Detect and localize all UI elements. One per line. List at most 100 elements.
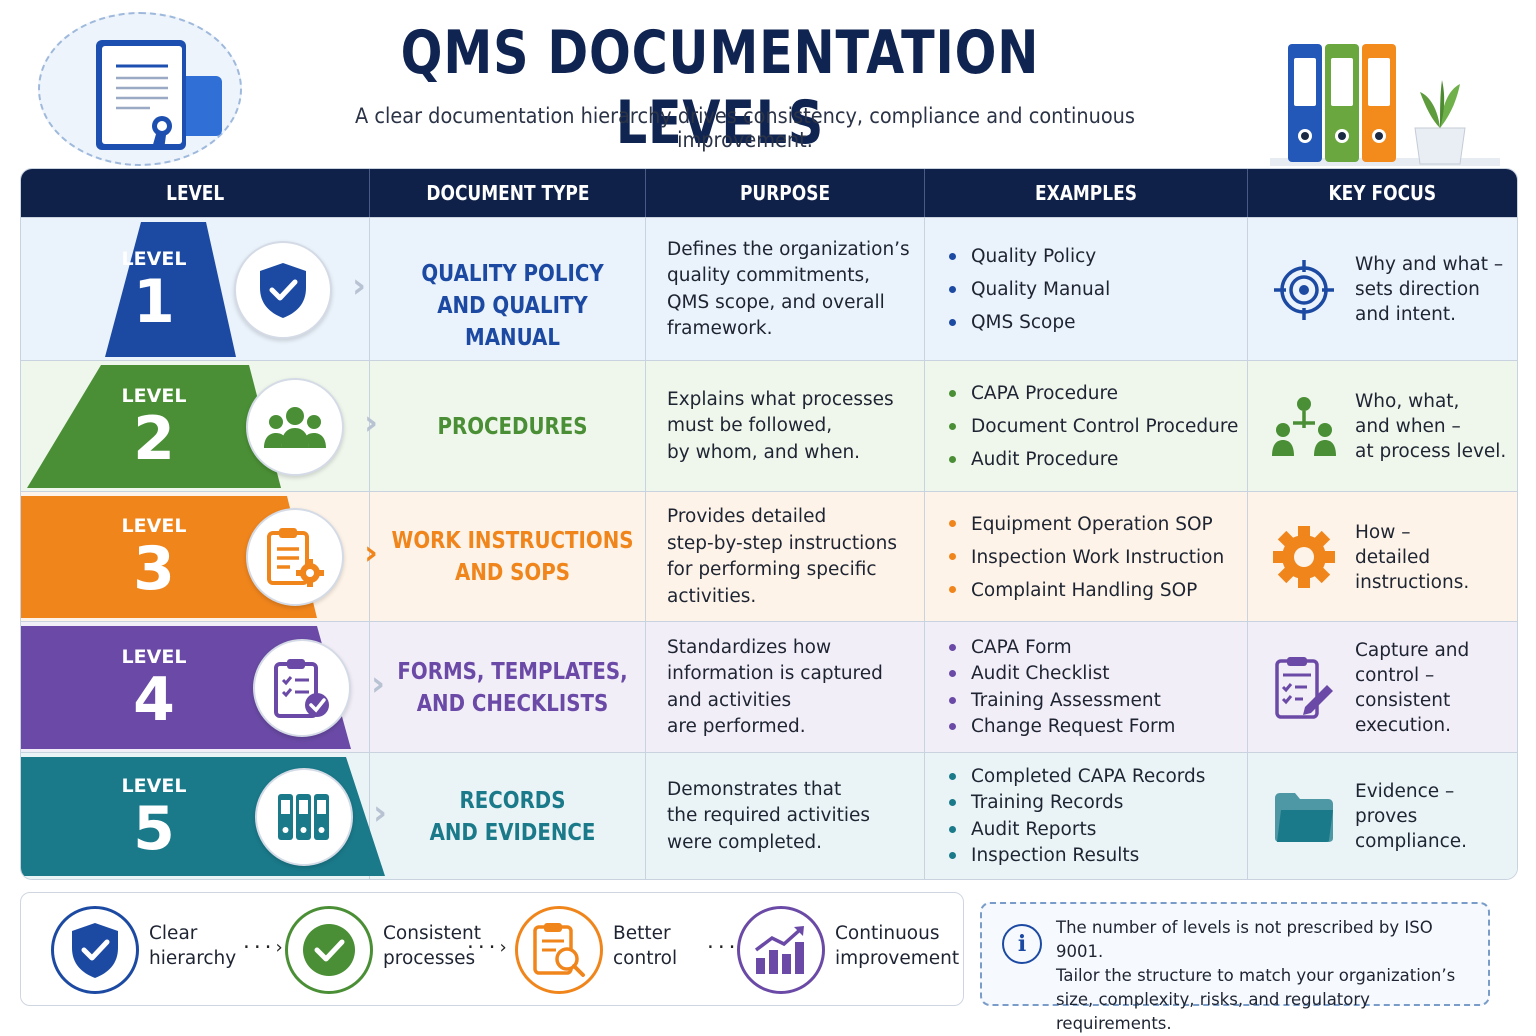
bullet-icon xyxy=(949,553,956,560)
iso-note: i The number of levels is not prescribed… xyxy=(980,902,1490,1033)
team-icon xyxy=(246,377,344,476)
bullet-icon xyxy=(949,670,956,678)
level-label: LEVEL xyxy=(121,774,187,797)
list-item: Document Control Procedure xyxy=(947,410,1243,443)
header-key-focus: KEY FOCUS xyxy=(1328,181,1437,205)
chevron-right-icon: › xyxy=(364,533,379,573)
list-item: Quality Policy xyxy=(947,240,1243,273)
list-item: CAPA Form xyxy=(947,635,1243,662)
level-label: LEVEL xyxy=(121,384,187,407)
chevron-right-icon: › xyxy=(371,663,386,704)
bullet-icon xyxy=(949,643,956,651)
key-focus-text: Who, what,and when –at process level. xyxy=(1355,391,1507,462)
bullet-icon xyxy=(949,422,956,430)
list-item: Training Assessment xyxy=(947,688,1243,715)
certificate-document-icon xyxy=(96,40,222,150)
document-type: PROCEDURES xyxy=(437,413,588,440)
list-item: Training Records xyxy=(947,790,1243,817)
level-number: 1 xyxy=(133,266,175,337)
clipboard-check-icon xyxy=(253,638,351,737)
list-item: Completed CAPA Records xyxy=(947,764,1243,791)
dotted-arrow-icon: ···› xyxy=(241,937,285,958)
bullet-icon xyxy=(949,852,956,860)
org-chart-icon xyxy=(1269,392,1339,462)
header-examples: EXAMPLES xyxy=(1035,181,1137,205)
list-item: Inspection Work Instruction xyxy=(947,541,1243,574)
list-item: Audit Procedure xyxy=(947,443,1243,476)
page-subtitle: A clear documentation hierarchy drives c… xyxy=(355,104,1135,152)
check-circle-icon xyxy=(285,906,373,994)
chevron-right-icon: › xyxy=(373,792,388,833)
bullet-icon xyxy=(949,825,956,833)
bullet-icon xyxy=(949,455,956,463)
header-document-type: DOCUMENT TYPE xyxy=(425,181,590,205)
clipboard-search-icon xyxy=(515,906,603,994)
bullet-icon xyxy=(949,520,956,527)
target-icon xyxy=(1269,255,1339,325)
binders-icon xyxy=(255,767,353,866)
list-item: QMS Scope xyxy=(947,306,1243,339)
bullet-icon xyxy=(949,586,956,593)
note-text: The number of levels is not prescribed b… xyxy=(1056,918,1456,1033)
pyramid-level-1 xyxy=(105,222,236,357)
list-item: Inspection Results xyxy=(947,843,1243,870)
bullet-icon xyxy=(949,389,956,397)
gear-icon xyxy=(1269,522,1339,592)
level-number: 2 xyxy=(133,403,175,474)
level-label: LEVEL xyxy=(121,515,187,537)
header-purpose: PURPOSE xyxy=(739,181,831,205)
list-item: CAPA Procedure xyxy=(947,377,1243,410)
level-number: 5 xyxy=(133,793,175,864)
list-item: Change Request Form xyxy=(947,714,1243,741)
pyramid-level-5 xyxy=(21,757,385,876)
document-type: FORMS, TEMPLATES,AND CHECKLISTS xyxy=(397,658,628,717)
level-number: 3 xyxy=(133,534,175,604)
pyramid-level-3 xyxy=(21,496,317,618)
chevron-right-icon: › xyxy=(364,402,379,443)
header-level: LEVEL xyxy=(165,181,225,205)
list-item: Complaint Handling SOP xyxy=(947,574,1243,607)
binders-plant-decoration xyxy=(1270,30,1500,170)
chevron-right-icon: › xyxy=(352,265,367,306)
header-document-badge xyxy=(38,12,242,166)
bullet-icon xyxy=(949,318,956,326)
page-title: QMS DOCUMENTATION LEVELS xyxy=(400,18,1040,158)
level-label: LEVEL xyxy=(121,645,187,668)
list-item: Audit Checklist xyxy=(947,661,1243,688)
pyramid-level-4 xyxy=(21,626,351,749)
bullet-icon xyxy=(949,285,956,293)
bullet-icon xyxy=(949,252,956,260)
growth-chart-icon xyxy=(737,906,825,994)
list-item: Quality Manual xyxy=(947,273,1243,306)
level-number: 4 xyxy=(133,664,175,735)
table-header: LEVEL DOCUMENT TYPE PURPOSE EXAMPLES KEY… xyxy=(21,169,1517,217)
bullet-icon xyxy=(949,723,956,731)
dotted-arrow-icon: ···› xyxy=(465,937,509,958)
bullet-icon xyxy=(949,799,956,807)
